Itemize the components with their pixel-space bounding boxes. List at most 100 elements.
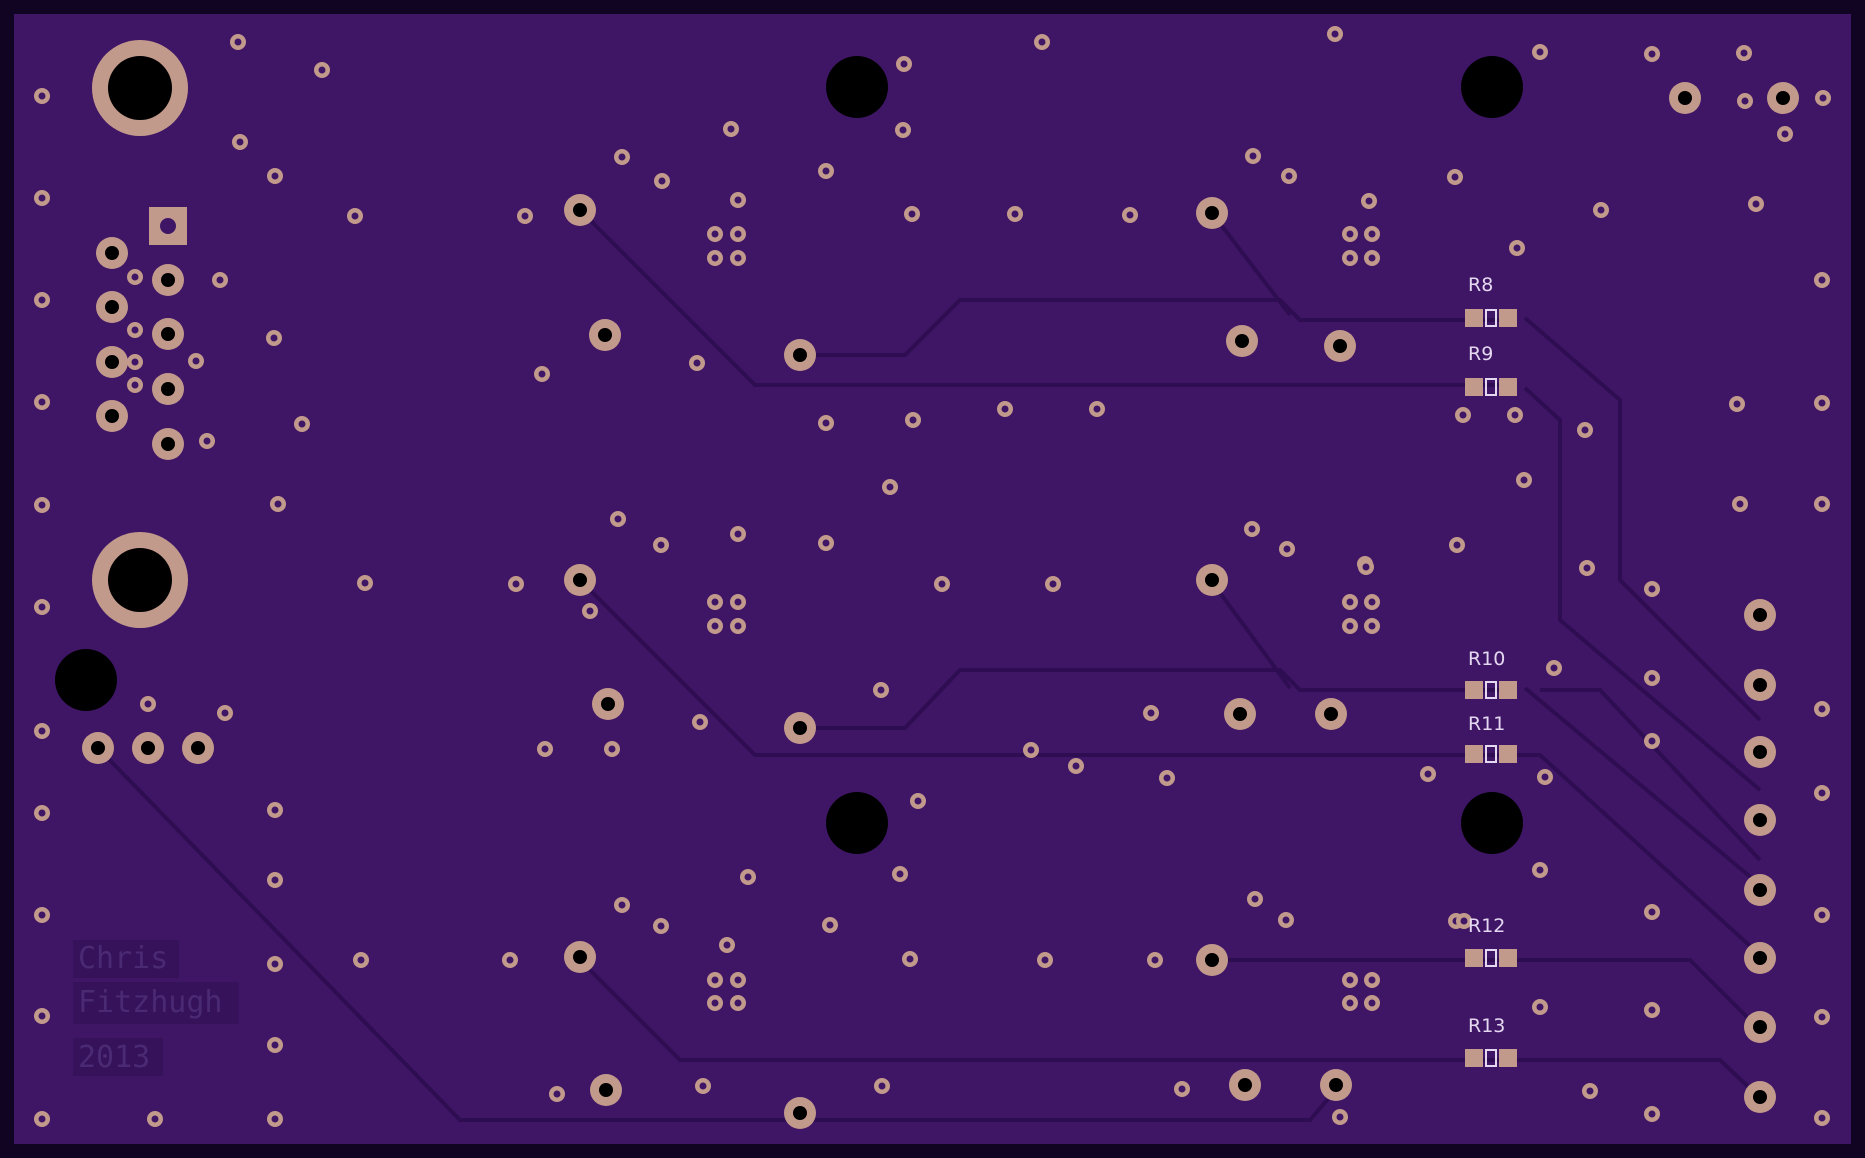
via-hole [723,941,731,949]
via-hole [711,622,719,630]
via-hole [38,194,46,202]
via-hole [906,955,914,963]
pad-hole [1205,573,1219,587]
pad-hole [1238,1078,1252,1092]
via-hole [586,607,594,615]
silkscreen-body [1485,309,1497,327]
via-hole [822,167,830,175]
via-hole [1818,1013,1826,1021]
pad-hole [105,355,119,369]
via-hole [1648,737,1656,745]
via-hole [1740,49,1748,57]
via-hole [1550,664,1558,672]
via-hole [131,381,139,389]
via-hole [38,296,46,304]
via-hole [271,960,279,968]
credit-year: 2013 [78,1040,150,1075]
silkscreen-body [1485,378,1497,396]
via-hole [512,580,520,588]
via-hole [1581,426,1589,434]
label-r8: R8 [1468,274,1493,296]
via-hole [914,797,922,805]
drill-hole [55,649,117,711]
trace [1212,958,1762,1032]
pad-hole [161,327,175,341]
via-hole [1249,152,1257,160]
trace [578,578,1762,957]
via-hole [1336,1113,1344,1121]
via-hole [1648,50,1656,58]
smd-pad [1465,681,1483,699]
mounting-hole [108,548,172,612]
trace [1210,580,1292,690]
trace [1523,386,1762,792]
via-hole [1648,585,1656,593]
trace [1523,686,1762,887]
pad-hole [1205,953,1219,967]
via-hole [38,727,46,735]
pad-hole [1753,951,1767,965]
trace [1523,316,1762,722]
trace [1210,211,1292,317]
pad-hole [793,721,807,735]
via-hole [1346,999,1354,1007]
via-hole [192,357,200,365]
via-hole [744,873,752,881]
via-hole [1178,1085,1186,1093]
via-hole [1818,911,1826,919]
via-hole [822,539,830,547]
via-hole [1331,30,1339,38]
trace [96,746,1342,1122]
via-hole [1163,774,1171,782]
smd-pad [1465,949,1483,967]
via-hole [657,541,665,549]
via-hole [271,1115,279,1123]
via-hole [696,718,704,726]
trace [578,958,1762,1100]
smd-pad [1499,309,1517,327]
via-hole [1368,999,1376,1007]
label-r10: R10 [1468,648,1505,670]
board-substrate [14,14,1851,1144]
via-hole [38,92,46,100]
via-hole [1147,709,1155,717]
via-hole [886,483,894,491]
pad-hole [105,246,119,260]
smd-pad [1465,1049,1483,1067]
via-hole [1285,172,1293,180]
via-hole [1583,564,1591,572]
via-hole [896,870,904,878]
silkscreen-body [1485,1049,1497,1067]
via-hole [298,420,306,428]
via-hole [711,598,719,606]
pad-hole [793,1106,807,1120]
via-hole [538,370,546,378]
via-hole [1424,770,1432,778]
via-hole [711,999,719,1007]
via-hole [271,172,279,180]
pad-hole [598,328,612,342]
via-hole [1451,173,1459,181]
via-hole [1251,895,1259,903]
credit-name-first: Chris [78,941,168,976]
via-hole [271,876,279,884]
pad-hole [1753,813,1767,827]
pad-hole [1205,206,1219,220]
via-hole [734,230,742,238]
via-hole [216,276,224,284]
via-hole [826,921,834,929]
smd-pad [1465,309,1483,327]
copper-traces [96,208,1762,1122]
via-hole [1741,97,1749,105]
trace [1540,688,1762,862]
through-hole-pads [82,82,1799,1129]
pad-hole [1753,745,1767,759]
pad-hole [1753,608,1767,622]
pad-hole [1753,883,1767,897]
via-hole [734,598,742,606]
via-hole [1346,598,1354,606]
via-hole [1818,399,1826,407]
via-hole [878,1082,886,1090]
via-hole [1536,866,1544,874]
